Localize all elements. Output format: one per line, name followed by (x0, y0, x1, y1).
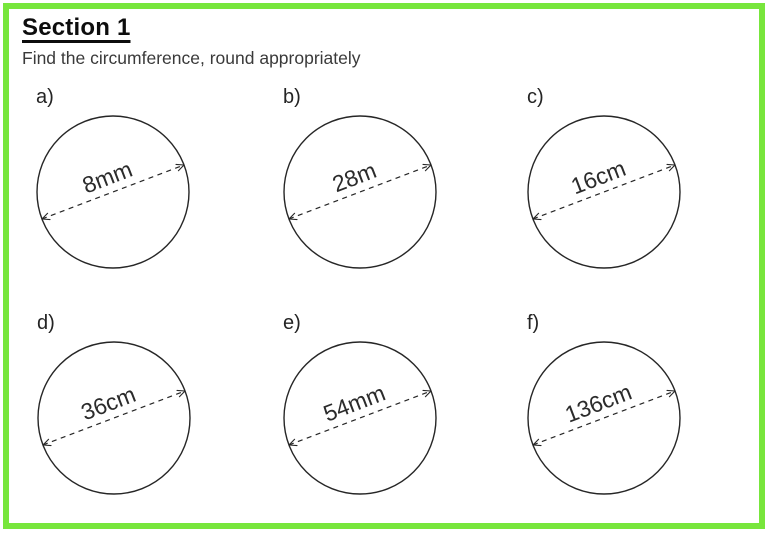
circle-shape (37, 341, 191, 495)
circle-diagram: 36cm (37, 341, 191, 495)
problem-label: f) (527, 312, 540, 334)
arrowhead-left-icon (532, 438, 542, 447)
arrowhead-right-icon (422, 163, 432, 172)
problem-label: e) (283, 312, 301, 334)
arrowhead-left-icon (42, 438, 52, 447)
circle-shape (283, 341, 437, 495)
arrowhead-right-icon (175, 163, 185, 172)
diameter-dashed-line (532, 390, 676, 446)
circle-shape (36, 115, 190, 269)
arrowhead-right-icon (422, 389, 432, 398)
problem-panel-b: b) 28m (263, 86, 483, 276)
problem-label: c) (527, 86, 544, 108)
diameter-dashed-line (532, 164, 676, 220)
diameter-value-label: 36cm (77, 381, 139, 425)
circle-diagram: 8mm (36, 115, 190, 269)
arrowhead-right-icon (666, 389, 676, 398)
circle-diagram: 28m (283, 115, 437, 269)
section-title: Section 1 (22, 14, 131, 41)
diameter-dashed-line (42, 390, 186, 446)
circle-shape (283, 115, 437, 269)
arrowhead-right-icon (666, 163, 676, 172)
circle-diagram: 54mm (283, 341, 437, 495)
arrowhead-left-icon (288, 212, 298, 221)
diameter-value-label: 16cm (567, 155, 629, 199)
problem-label: b) (283, 86, 301, 108)
diameter-value-label: 8mm (79, 156, 136, 199)
diameter-dashed-line (288, 164, 432, 220)
problem-panel-a: a) 8mm (16, 86, 236, 276)
circle-shape (527, 341, 681, 495)
arrowhead-left-icon (532, 212, 542, 221)
arrowhead-left-icon (288, 438, 298, 447)
problem-label: a) (36, 86, 54, 108)
problem-label: d) (37, 312, 55, 334)
circle-diagram: 16cm (527, 115, 681, 269)
problem-panel-d: d) 36cm (17, 312, 237, 502)
problem-panel-f: f) 136cm (507, 312, 727, 502)
circle-diagram: 136cm (527, 341, 681, 495)
instruction-text: Find the circumference, round appropriat… (22, 48, 361, 68)
problem-panel-e: e) 54mm (263, 312, 483, 502)
arrowhead-left-icon (41, 212, 51, 221)
diameter-dashed-line (41, 164, 185, 220)
diameter-dashed-line (288, 390, 432, 446)
arrowhead-right-icon (176, 389, 186, 398)
worksheet-page-border: Section 1 Find the circumference, round … (3, 3, 765, 529)
problem-panel-c: c) 16cm (507, 86, 727, 276)
diameter-value-label: 28m (329, 157, 380, 197)
circle-shape (527, 115, 681, 269)
